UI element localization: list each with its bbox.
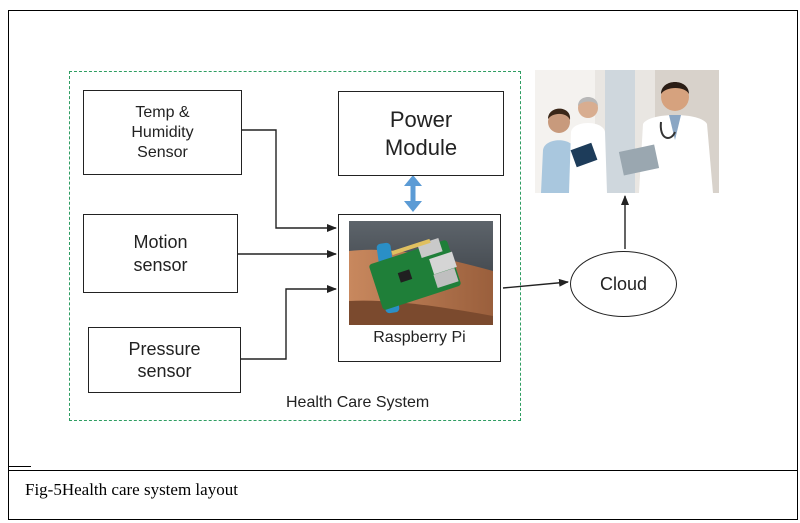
power-module-label: Power Module [384, 107, 458, 160]
pressure-sensor-block: Pressure sensor [88, 327, 241, 393]
caption-rule [9, 470, 798, 471]
pressure-to-pi-wire [241, 285, 337, 360]
temp-humidity-sensor-block: Temp & Humidity Sensor [83, 90, 242, 175]
doctors-photo [535, 70, 719, 193]
temp-humidity-sensor-label: Temp & Humidity Sensor [131, 103, 194, 161]
power-bidirectional-arrow [404, 175, 422, 212]
pi-to-cloud-wire [502, 278, 569, 289]
health-care-system-label: Health Care System [286, 394, 430, 411]
figure-frame [8, 10, 798, 520]
raspberry-pi-wrist-photo [349, 221, 493, 325]
temp-to-pi-wire [242, 129, 337, 232]
power-module-block: Power Module [338, 91, 504, 176]
caption-rule-stub [9, 466, 31, 467]
raspberry-pi-block: Raspberry Pi [338, 214, 501, 362]
motion-sensor-label: Motion sensor [133, 232, 188, 275]
cloud-node: Cloud [570, 251, 677, 317]
cloud-label: Cloud [599, 273, 648, 294]
figure-caption: Fig-5Health care system layout [25, 480, 238, 499]
health-care-system-boundary [69, 71, 521, 421]
raspberry-pi-label: Raspberry Pi [373, 329, 466, 346]
motion-sensor-block: Motion sensor [83, 214, 238, 293]
pressure-sensor-label: Pressure sensor [128, 338, 201, 382]
